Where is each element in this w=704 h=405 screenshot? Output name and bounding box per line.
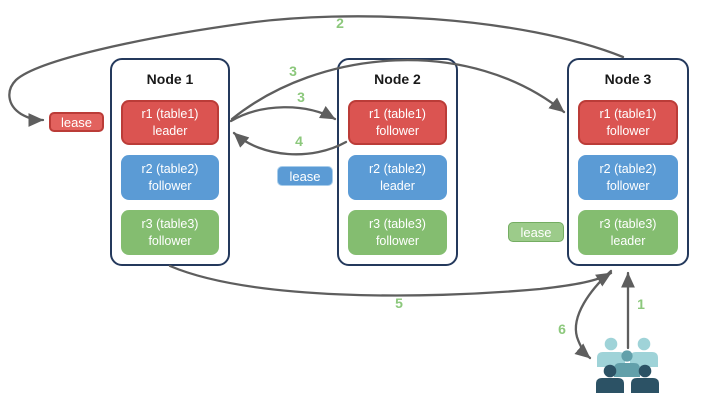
replica-role-label: follower <box>148 233 192 248</box>
node-3-title: Node 3 <box>604 71 652 87</box>
arrow-step-6 <box>574 269 613 360</box>
node-3: Node 3 r1 (table1) follower r2 (table2) … <box>567 58 689 266</box>
replica-range-label: r3 (table3) <box>599 217 657 232</box>
node-3-replica-r3: r3 (table3) leader <box>578 210 678 255</box>
node-1-replica-r2: r2 (table2) follower <box>121 155 219 200</box>
lease-label: lease <box>60 114 93 130</box>
node-3-replica-r1: r1 (table1) follower <box>578 100 678 145</box>
replica-role-label: follower <box>606 123 650 138</box>
node-1-replica-r1: r1 (table1) leader <box>121 100 219 145</box>
arrow-step-5 <box>168 264 613 297</box>
arrow-step-2 <box>8 15 625 127</box>
node-3-replica-r2: r2 (table2) follower <box>578 155 678 200</box>
step-label-4: 4 <box>295 133 303 149</box>
arrow-step-4 <box>232 131 348 156</box>
node-1-title: Node 1 <box>146 71 194 87</box>
arrow-step-3-to-node2 <box>229 105 337 123</box>
node-2-replica-r2: r2 (table2) leader <box>348 155 447 200</box>
step-label-1: 1 <box>637 296 645 312</box>
clients-icon <box>596 337 659 393</box>
replica-role-label: follower <box>148 178 192 193</box>
step-label-3a: 3 <box>289 63 297 79</box>
node-2-replica-r3: r3 (table3) follower <box>348 210 447 255</box>
node-2: Node 2 r1 (table1) follower r2 (table2) … <box>337 58 458 266</box>
replica-range-label: r1 (table1) <box>369 107 426 122</box>
replica-role-label: leader <box>152 123 188 138</box>
replica-range-label: r2 (table2) <box>599 162 657 177</box>
node-2-title: Node 2 <box>374 71 421 87</box>
lease-label: lease <box>520 224 552 240</box>
step-label-5: 5 <box>395 295 403 311</box>
replica-role-label: follower <box>606 178 650 193</box>
replica-range-label: r3 (table3) <box>369 217 426 232</box>
lease-badge-r2: lease <box>277 166 333 186</box>
replica-range-label: r1 (table1) <box>141 107 199 122</box>
step-label-2: 2 <box>336 15 344 31</box>
step-label-3b: 3 <box>297 89 305 105</box>
replica-role-label: leader <box>610 233 646 248</box>
replica-range-label: r2 (table2) <box>369 162 426 177</box>
replica-role-label: leader <box>380 178 415 193</box>
lease-label: lease <box>289 168 321 184</box>
replica-range-label: r1 (table1) <box>599 107 657 122</box>
replica-role-label: follower <box>375 233 420 248</box>
node-1-replica-r3: r3 (table3) follower <box>121 210 219 255</box>
replica-range-label: r2 (table2) <box>141 162 199 177</box>
step-label-6: 6 <box>558 321 566 337</box>
lease-badge-r1: lease <box>49 112 104 132</box>
lease-badge-r3: lease <box>508 222 564 242</box>
replica-role-label: follower <box>375 123 420 138</box>
replica-range-label: r3 (table3) <box>141 217 199 232</box>
node-1: Node 1 r1 (table1) leader r2 (table2) fo… <box>110 58 230 266</box>
node-2-replica-r1: r1 (table1) follower <box>348 100 447 145</box>
